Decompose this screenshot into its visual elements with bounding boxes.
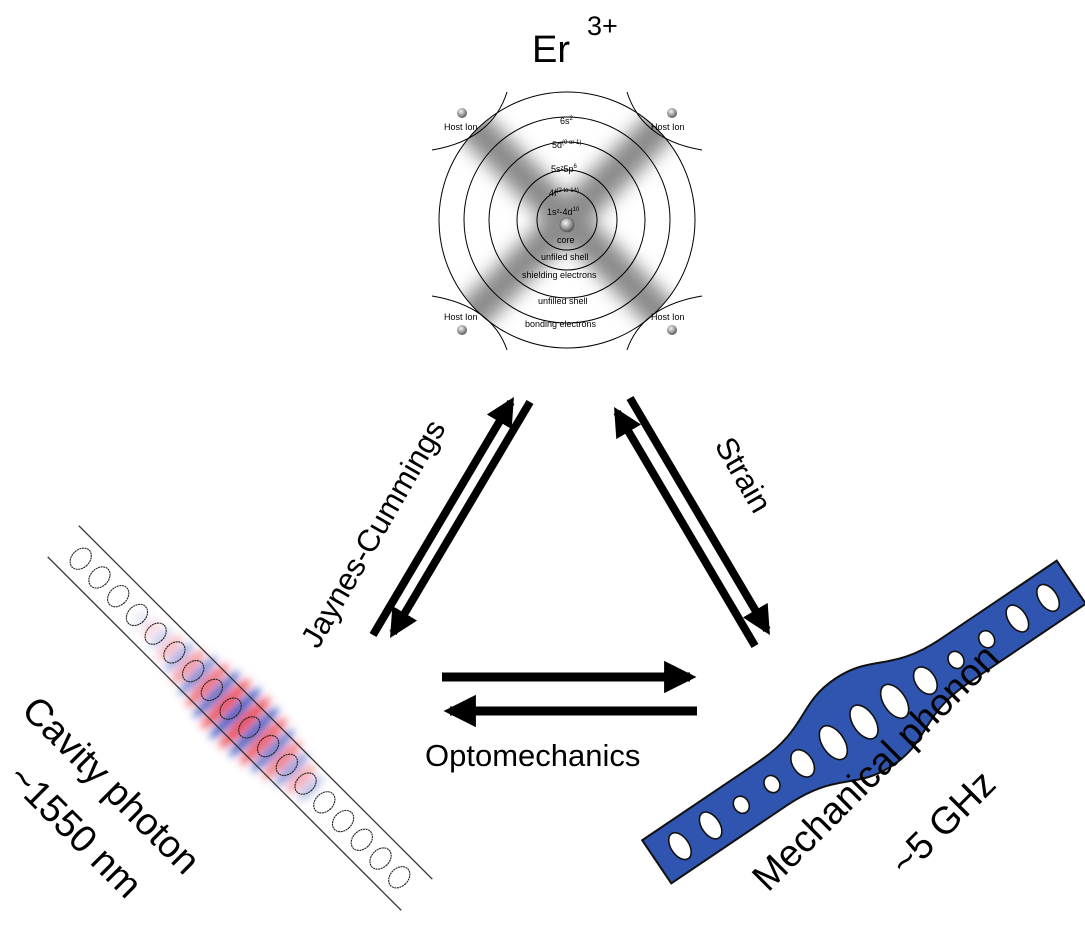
shell-label-5s5p: 5s²5p6: [551, 164, 578, 174]
host-ion-label: Host Ion: [444, 312, 478, 322]
field-lobe: [185, 663, 229, 707]
cavity-hole: [88, 566, 111, 589]
cavity-hole: [331, 809, 355, 833]
host-ion-label: Host Ion: [651, 312, 685, 322]
cavity-hole: [294, 772, 317, 795]
field-lobe: [250, 728, 295, 773]
field-lobe: [262, 740, 302, 780]
jaynes-cummings-coupling: Jaynes-Cummings: [294, 397, 534, 654]
optomechanics-label: Optomechanics: [425, 738, 640, 773]
mechanical-beam: [626, 538, 1085, 906]
cavity-hole: [275, 753, 299, 777]
cavity-hole: [388, 866, 411, 889]
arrow-down-icon: [389, 399, 534, 638]
cavity-hole: [313, 791, 336, 814]
core-label: core: [557, 235, 575, 245]
beam-hole: [818, 724, 849, 761]
phononic-holes: [667, 583, 1061, 861]
arrow-up-icon: [613, 407, 759, 649]
field-lobe: [141, 619, 161, 639]
beam-hole: [1036, 583, 1061, 613]
beam-hole: [849, 704, 879, 740]
cavity-hole: [256, 734, 280, 758]
photon-caption: Cavity photon ~1550 nm: [0, 689, 208, 907]
cavity-hole: [125, 603, 149, 627]
shell-5s5p: [488, 141, 646, 299]
beam-hole: [763, 774, 781, 794]
host-ion-arc-bl: [431, 295, 508, 351]
field-lobe: [171, 649, 206, 684]
beam-hole: [667, 831, 692, 861]
field-lobe: [178, 656, 218, 696]
cavity-hole: [144, 622, 167, 645]
shell-core: [536, 189, 598, 251]
optical-field: [133, 611, 323, 801]
field-lobe: [239, 717, 287, 765]
shielding-electrons-label: shielding electrons: [522, 270, 597, 280]
field-lobe: [209, 687, 261, 739]
waveguide-edge: [47, 556, 402, 911]
cavity-hole: [181, 659, 205, 683]
charge-superscript: 3+: [587, 11, 618, 41]
beam-hole: [698, 811, 723, 840]
cavity-hole: [219, 697, 242, 720]
shell-5d: [463, 116, 671, 324]
shell-6s: [438, 91, 696, 349]
strain-label: Strain: [708, 431, 779, 519]
field-lobe: [274, 752, 309, 787]
frequency-label: ~5 GHz: [883, 763, 1005, 885]
field-lobe: [164, 642, 194, 672]
host-ion-icon: [457, 108, 467, 118]
shell-label-5d: 5d(0 or 1): [552, 140, 581, 150]
strain-coupling: Strain: [613, 395, 779, 649]
field-lobe: [133, 611, 150, 628]
arrow-down-icon: [626, 395, 771, 635]
field-lobe: [200, 678, 251, 729]
bonding-electrons-label: bonding electrons: [525, 319, 597, 329]
cavity-hole: [163, 641, 186, 664]
host-ion-icon: [667, 108, 677, 118]
beam-hole: [790, 748, 816, 778]
cavity-hole: [200, 678, 224, 702]
field-lobe: [285, 763, 316, 794]
cavity-hole: [238, 716, 261, 739]
beam-hole: [1005, 604, 1030, 633]
beam-hole: [879, 683, 910, 720]
host-ion-icon: [667, 325, 677, 335]
beam-hole: [977, 629, 996, 649]
field-lobe: [228, 706, 279, 757]
waveguide-edge: [78, 525, 433, 880]
nucleus-icon: [559, 217, 575, 233]
cavity-hole: [350, 828, 373, 851]
unfiled-shell-label: unfiled shell: [541, 252, 589, 262]
cavity-hole: [369, 847, 392, 870]
cavity-hole: [107, 585, 130, 608]
host-ion-arc-tr: [626, 91, 703, 151]
unfilled-shell-label: unfilled shell: [538, 296, 588, 306]
field-lobe: [192, 670, 241, 719]
field-lobe: [218, 696, 271, 749]
host-ion-arc-br: [626, 295, 703, 351]
element-symbol: Er: [532, 29, 570, 71]
host-ion-label: Host Ion: [651, 122, 685, 132]
host-ion-label: Host Ion: [444, 122, 478, 132]
shell-4f: [516, 169, 618, 271]
shell-label-6s: 6s2: [560, 116, 574, 126]
shell-label-core-electrons: 1s²-4d10: [547, 207, 580, 217]
arrow-up-icon: [369, 397, 515, 638]
host-ion-arc-tl: [431, 91, 508, 151]
beam-hole: [947, 650, 965, 670]
ion-shell-diagram: Host Ion Host Ion Host Ion Host Ion 6s2 …: [431, 91, 703, 351]
photonic-holes: [69, 547, 411, 889]
cavity-hole: [69, 547, 92, 570]
optomechanics-coupling: Optomechanics: [425, 660, 697, 773]
beam-hole: [732, 795, 751, 815]
host-ion-icon: [457, 325, 467, 335]
shell-label-4f: 4f(2 to 14): [549, 188, 579, 198]
beam-hole: [912, 666, 938, 696]
er-title: Er 3+: [532, 11, 618, 71]
photonic-crystal-cavity: [47, 525, 433, 911]
field-lobe: [156, 634, 183, 661]
